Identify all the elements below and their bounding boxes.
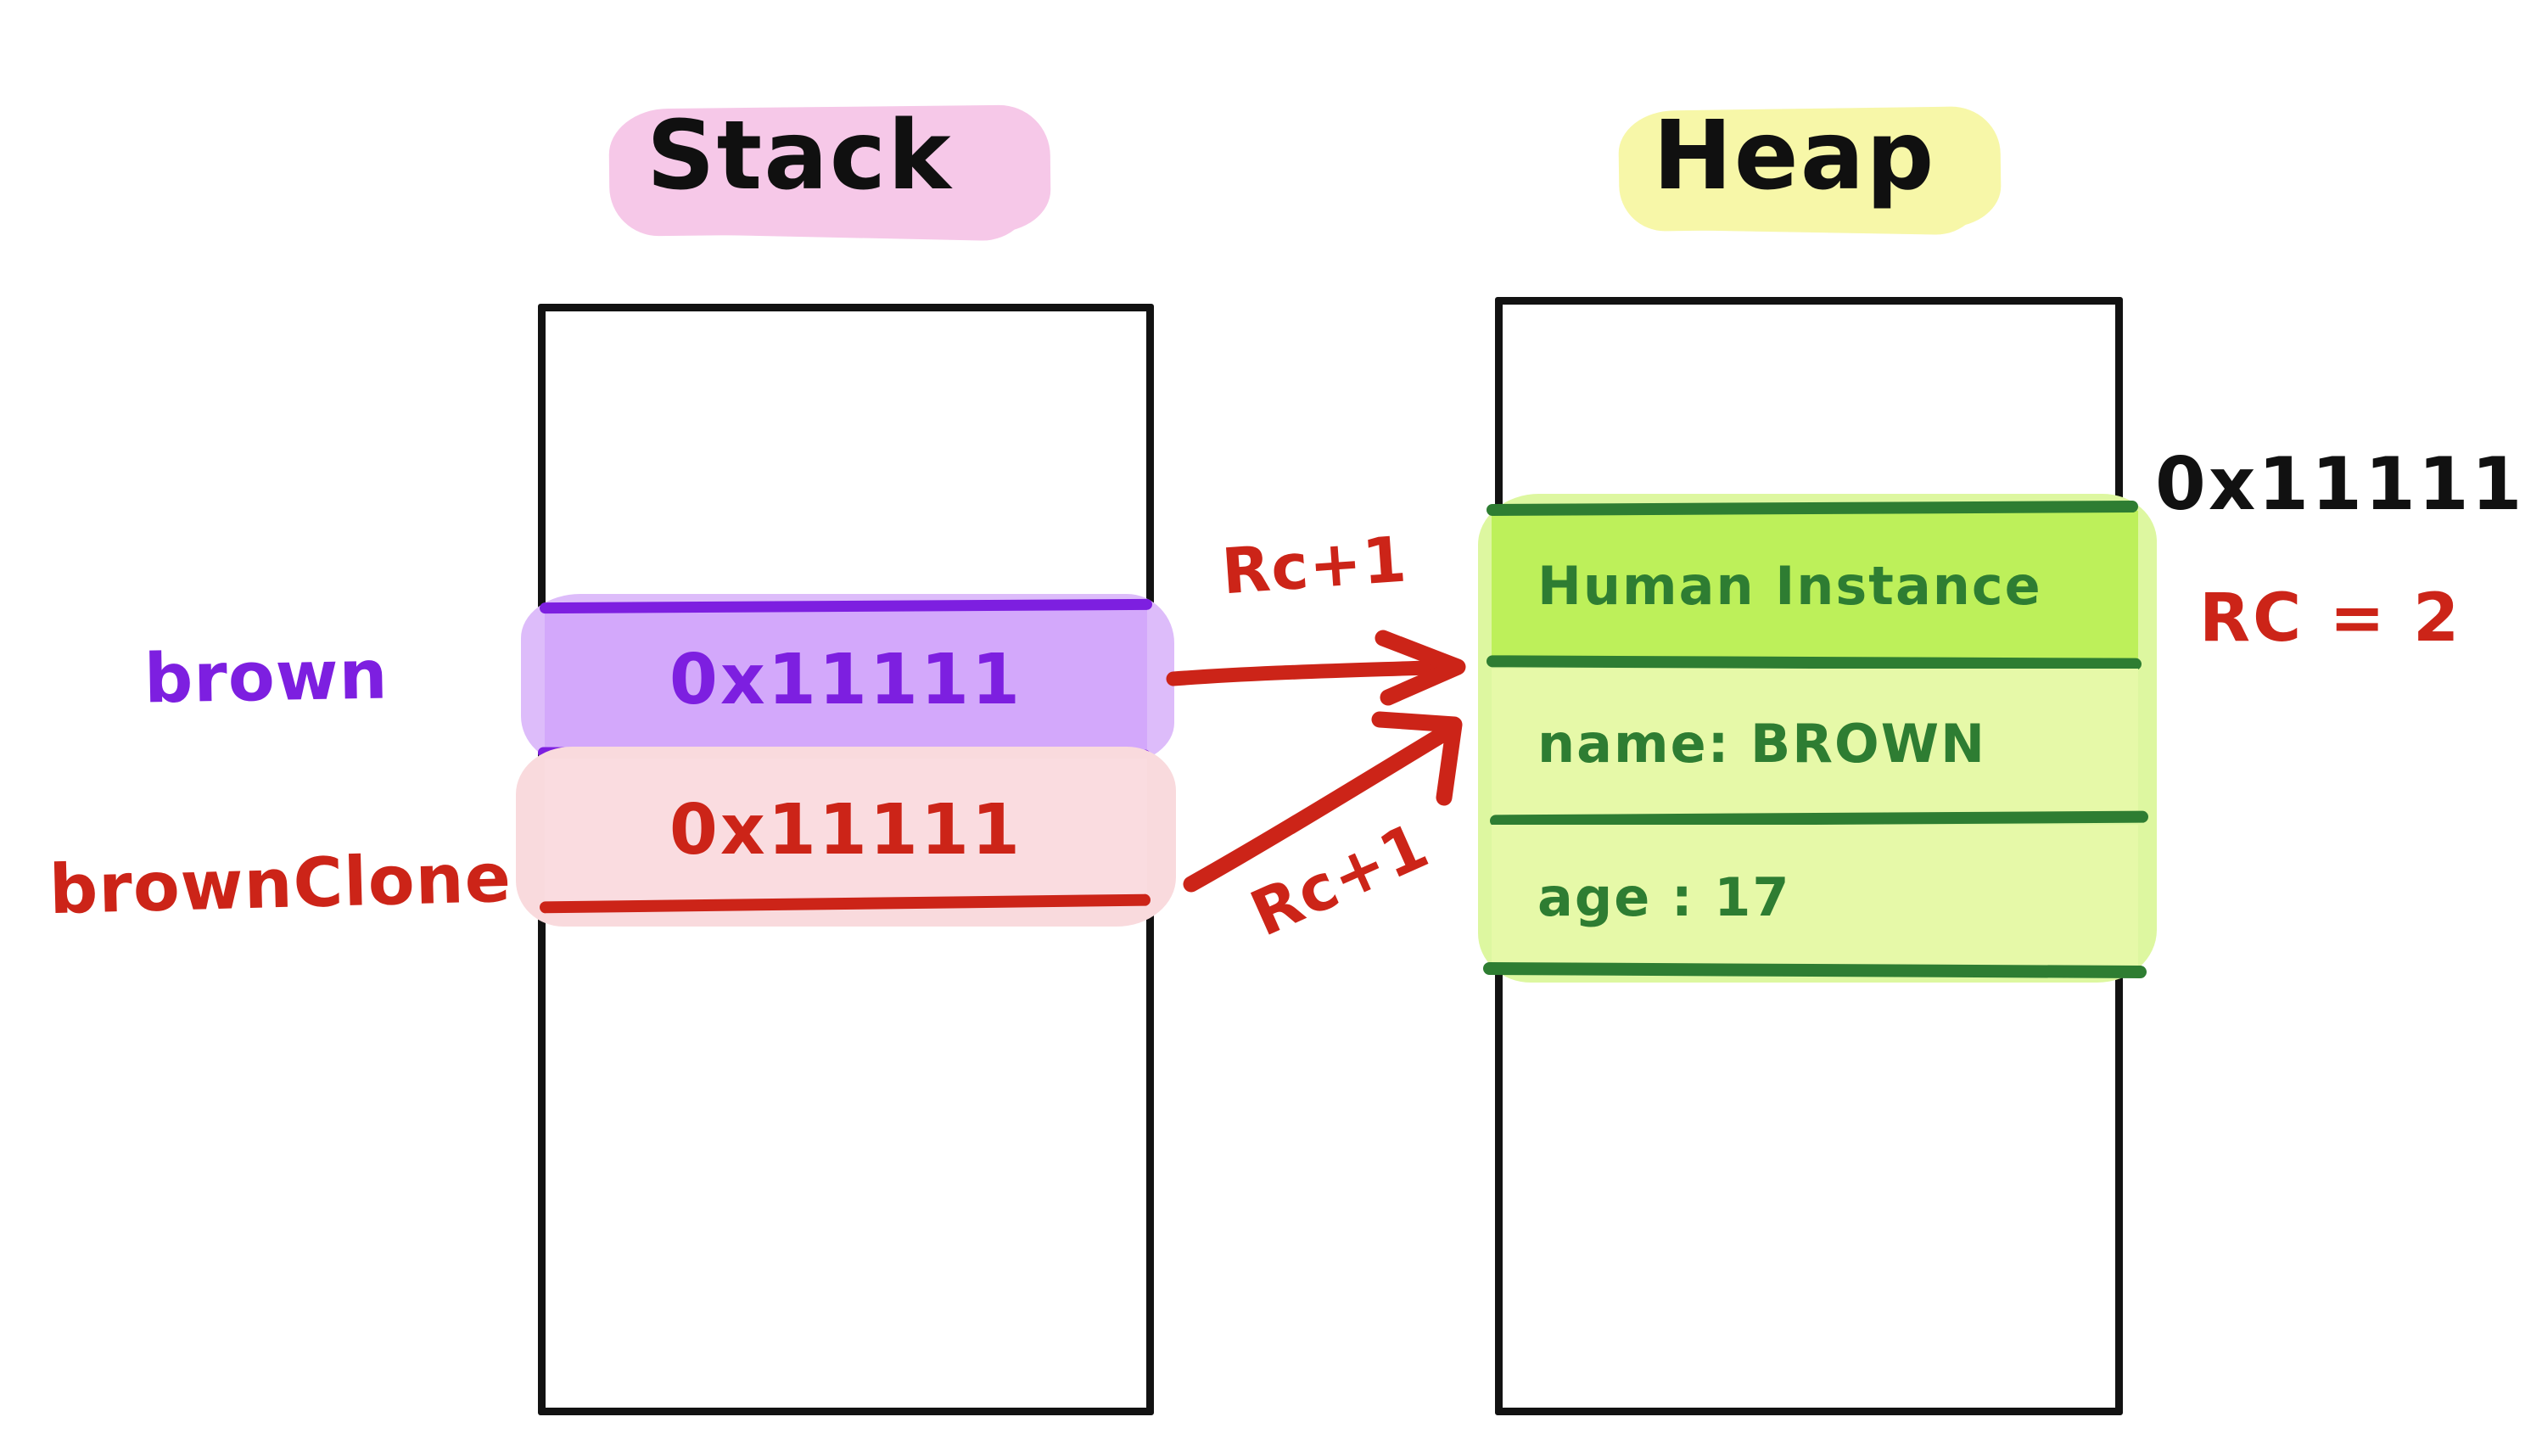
stack-cell-brown-value: 0x11111 — [669, 640, 1023, 720]
heap-refcount-annotation: RC = 2 — [2199, 580, 2462, 657]
stack-cell-brown-clone[interactable]: 0x11111 — [545, 759, 1147, 903]
heap-row-human-instance[interactable]: Human Instance — [1492, 511, 2138, 662]
stack-cell-brown-clone-value: 0x11111 — [669, 790, 1023, 871]
heap-row-age[interactable]: age : 17 — [1492, 825, 2138, 971]
heap-address-annotation: 0x11111 — [2155, 442, 2525, 527]
stack-title: Stack — [647, 101, 953, 211]
stack-cell-brown[interactable]: 0x11111 — [545, 609, 1147, 752]
heap-row-name[interactable]: name: BROWN — [1492, 669, 2138, 820]
arrow-label-rc-plus-1-top: Rc+1 — [1219, 523, 1410, 609]
heap-row-human-instance-label: Human Instance — [1537, 555, 2042, 617]
arrow-label-rc-plus-1-bottom: Rc+1 — [1240, 809, 1440, 951]
heap-title: Heap — [1653, 101, 1936, 211]
arrow-rc-plus-1-horizontal — [1166, 630, 1466, 706]
stack-var-label-brown-clone: brownClone — [48, 837, 512, 930]
heap-row-name-label: name: BROWN — [1537, 713, 1986, 775]
stack-var-label-brown: brown — [143, 635, 389, 719]
heap-row-age-label: age : 17 — [1537, 866, 1791, 928]
